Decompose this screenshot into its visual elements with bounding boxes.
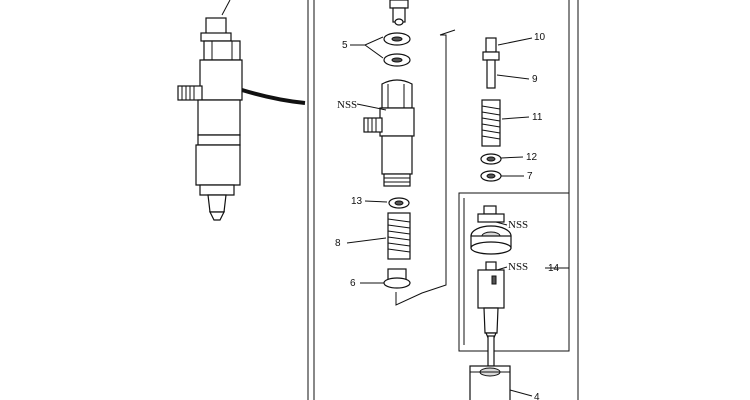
- callout-11: 11: [532, 112, 543, 123]
- callout-5: 5: [342, 40, 348, 51]
- callout-4: 4: [534, 392, 540, 400]
- callout-14: 14: [548, 263, 560, 274]
- spring-8: [387, 212, 411, 260]
- washers-5: [350, 32, 411, 67]
- callout-13: 13: [351, 196, 363, 207]
- retaining-nut-4: [469, 335, 511, 400]
- note-nss-spacer: NSS: [508, 219, 528, 231]
- exploded-view-frame: [307, 0, 579, 400]
- nozzle-assembly-box-14: [458, 192, 570, 352]
- note-nss-nozzle: NSS: [508, 261, 528, 273]
- note-nss-body: NSS: [337, 99, 357, 111]
- callout-6: 6: [350, 278, 356, 289]
- assembled-injector: [177, 0, 243, 221]
- callout-8: 8: [335, 238, 341, 249]
- callout-9: 9: [532, 74, 538, 85]
- assembly-path-right: [459, 0, 570, 194]
- assembly-path-left: [395, 34, 447, 306]
- top-fitting: [389, 0, 409, 26]
- injector-body: [363, 79, 415, 187]
- nozzle: [477, 261, 505, 341]
- callout-7: 7: [527, 171, 533, 182]
- callout-12: 12: [526, 152, 538, 163]
- leader-to-exploded: [241, 88, 306, 105]
- push-rod-9: [482, 37, 500, 89]
- nozzle-spacer: [470, 205, 512, 255]
- spring-11: [481, 99, 501, 147]
- seat-6: [383, 268, 411, 289]
- callout-10: 10: [534, 32, 546, 43]
